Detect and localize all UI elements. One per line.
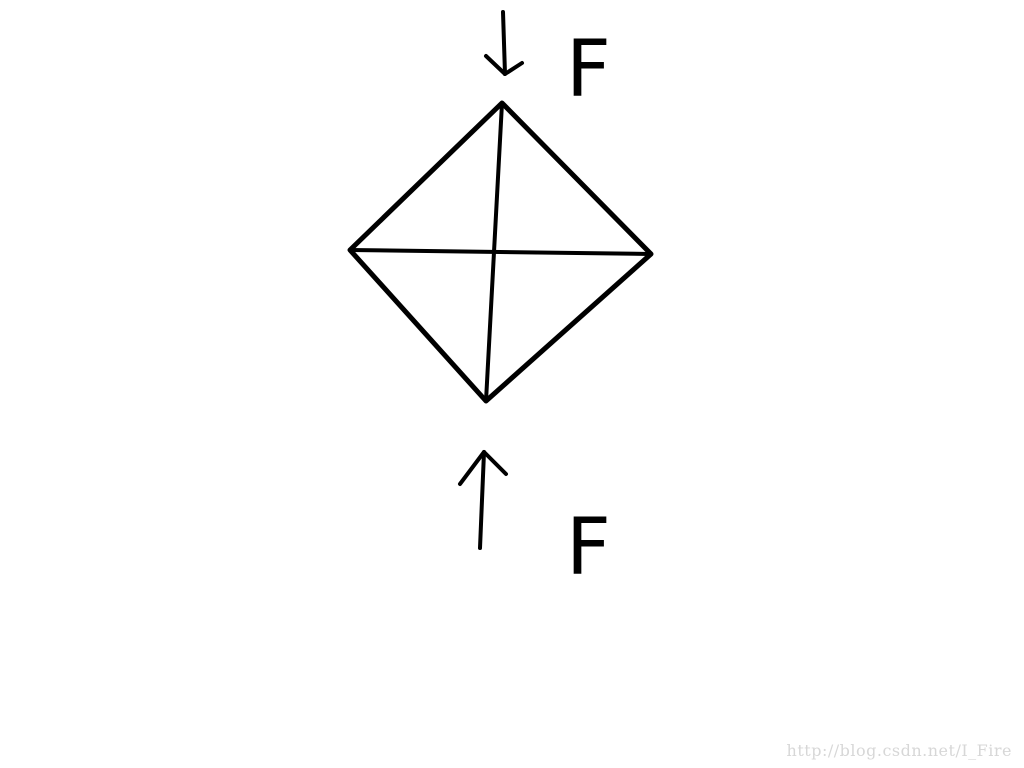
top-force-label: F: [566, 25, 611, 115]
watermark-url: http://blog.csdn.net/I_Fire: [786, 741, 1012, 760]
vertical-diagonal: [484, 101, 504, 403]
bottom-force-arrow: [458, 450, 508, 550]
top-arrow-head: [484, 54, 524, 76]
bottom-arrow-head: [458, 450, 508, 486]
horizontal-diagonal: [348, 248, 653, 256]
top-arrow-shaft: [501, 10, 507, 76]
bottom-force-label: F: [566, 503, 611, 593]
top-force-arrow: [484, 10, 524, 76]
bottom-arrow-shaft: [478, 450, 486, 550]
